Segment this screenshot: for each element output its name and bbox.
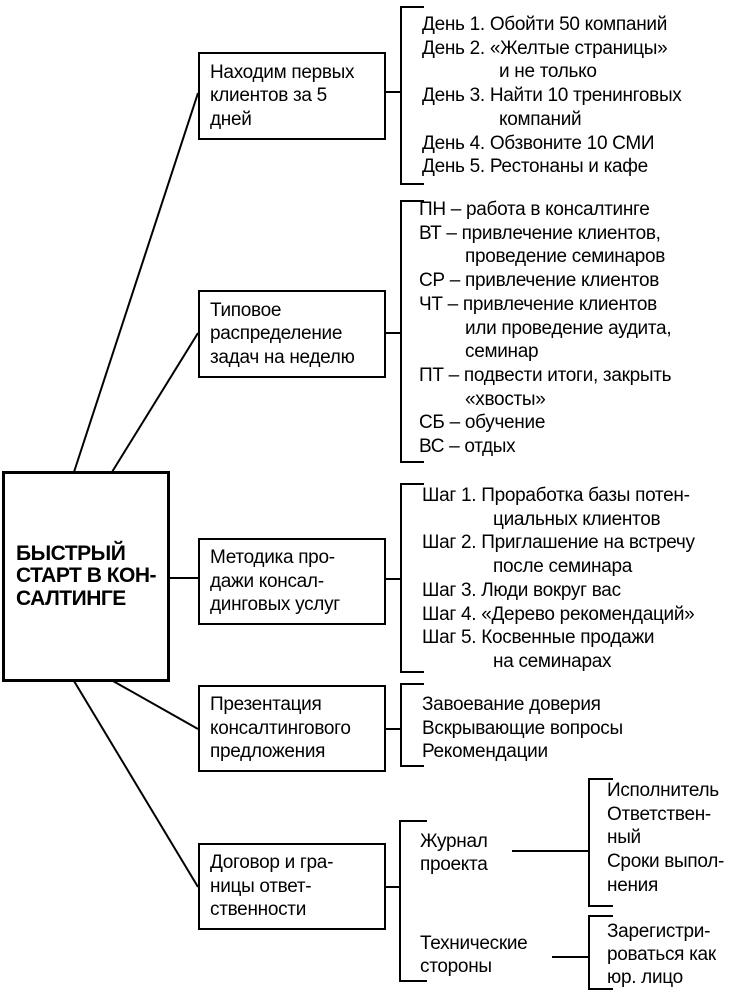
branch-box-label: Методика про- дажи консал- динговых услу… [210,547,340,616]
list-line: Завоевание доверия [422,694,601,715]
list-line: День 1. Обойти 50 компаний [422,14,668,35]
list-line: День 5. Рестонаны и кафе [422,156,648,178]
root-node-label: БЫСТРЫЙ СТАРТ В КОН- САЛТИНГЕ [16,541,157,610]
list-line: ПН – работа в консалтинге [419,199,650,220]
bracket-days [400,6,424,185]
branch-box-label: Типовое распределение задач на неделю [210,299,355,368]
list-line: роваться как [607,944,716,965]
branch-box-label: Договор и гра- ницы ответ- ственности [210,852,334,921]
branch-box-presentation: Презентация консалтингового предложения [198,685,386,772]
list-line: Шаг 2. Приглашение на встречу [422,532,695,554]
branch-box-label: Находим первых клиентов за 5 дней [210,61,355,130]
list-line: День 4. Обзвоните 10 СМИ [422,132,655,154]
list-line: компаний [499,108,582,130]
list-line: Шаг 4. «Дерево рекомендаций» [422,603,695,625]
label-technical-sides: Технические стороны [420,933,528,977]
branch-box-week-schedule: Типовое распределение задач на неделю [198,290,386,378]
bracket-steps [400,483,424,673]
list-line: «хвосты» [465,388,546,410]
list-line: ный [607,827,641,849]
list-line: на семинарах [493,650,612,672]
list-line: проведение семинаров [465,246,666,268]
list-line: циальных клиентов [493,508,661,530]
list-steps: Шаг 1. Проработка базы потен-циальных кл… [422,484,740,674]
list-line: День 2. «Желтые страницы» [422,37,668,59]
edge-root-to-first-clients [73,92,199,473]
branch-box-contract: Договор и гра- ницы ответ- ственности [198,843,386,930]
list-line: и не только [499,61,597,83]
list-line: Шаг 3. Люди вокруг вас [422,579,621,601]
branch-box-label: Презентация консалтингового предложения [210,694,351,763]
list-line: или проведение аудита, [465,317,672,339]
bracket-presentation [400,683,424,767]
list-line: ЧТ – привлечение клиентов [419,293,657,315]
list-line: ВС – отдых [419,436,516,458]
list-line: Исполнитель [607,780,719,801]
list-line: ВТ – привлечение клиентов, [419,222,661,244]
list-line: после семинара [493,556,633,578]
edge-root-to-contract [73,680,199,888]
list-line: нения [607,874,658,896]
branch-box-sales-method: Методика про- дажи консал- динговых услу… [198,538,386,625]
list-line: Зарегистри- [607,921,711,942]
list-line: ПТ – подвести итоги, закрыть [419,364,672,386]
list-line: День 3. Найти 10 тренинговых [422,85,682,107]
list-line: СБ – обучение [419,412,546,434]
list-line: семинар [465,341,539,363]
label-project-journal: Журнал проекта [420,831,488,875]
list-line: Ответствен- [607,803,711,825]
list-line: Шаг 5. Косвенные продажи [422,627,655,649]
edge-root-to-presentation [112,680,199,730]
list-line: СР – привлечение клиентов [419,270,660,292]
list-line: Вскрывающие вопросы [422,717,623,739]
list-line: Шаг 1. Проработка базы потен- [422,485,690,506]
edge-root-to-week-schedule [111,332,199,473]
list-line: Сроки выпол- [607,851,725,873]
list-line: Рекомендации [422,741,548,763]
branch-box-first-clients: Находим первых клиентов за 5 дней [198,52,386,140]
list-line: юр. лицо [607,967,683,988]
root-node: БЫСТРЫЙ СТАРТ В КОН- САЛТИНГЕ [2,471,170,682]
